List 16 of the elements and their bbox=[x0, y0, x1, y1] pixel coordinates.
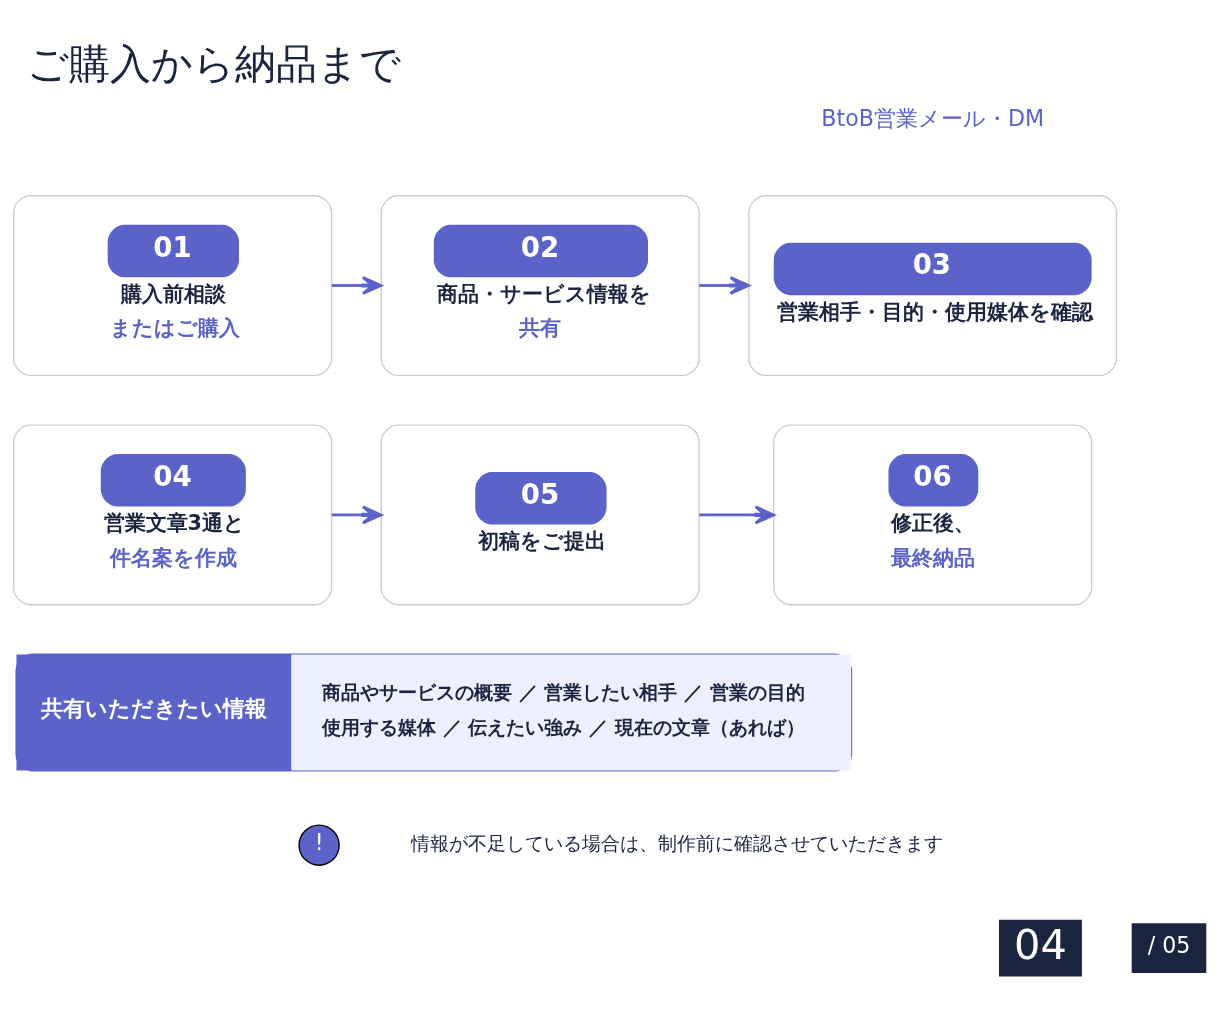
label: 04 bbox=[1014, 920, 1067, 969]
node-box: 04 営業文章3通と 件名案を作成 bbox=[13, 424, 333, 606]
node-box: 01 購入前相談 またはご購入 bbox=[13, 195, 333, 377]
node-box: 03 営業相手・目的・使用媒体を確認 bbox=[748, 195, 1118, 377]
arrow bbox=[331, 505, 383, 525]
node-box: 05 初稿をご提出 bbox=[380, 424, 700, 606]
node-box: 06 修正後、 最終納品 bbox=[773, 424, 1093, 606]
label: BtoB営業メール・DM bbox=[821, 105, 1044, 132]
arrow bbox=[699, 276, 750, 295]
label: 情報が不足している場合は、制作前に確認させていただきます bbox=[411, 832, 944, 856]
node-box: 02 商品・サービス情報を 共有 bbox=[380, 195, 700, 377]
arrow bbox=[699, 505, 775, 525]
label: / 05 bbox=[1147, 932, 1191, 959]
arrow bbox=[331, 276, 383, 295]
label: ! bbox=[314, 829, 324, 856]
diagram-title: ご購入から納品まで bbox=[27, 40, 402, 89]
